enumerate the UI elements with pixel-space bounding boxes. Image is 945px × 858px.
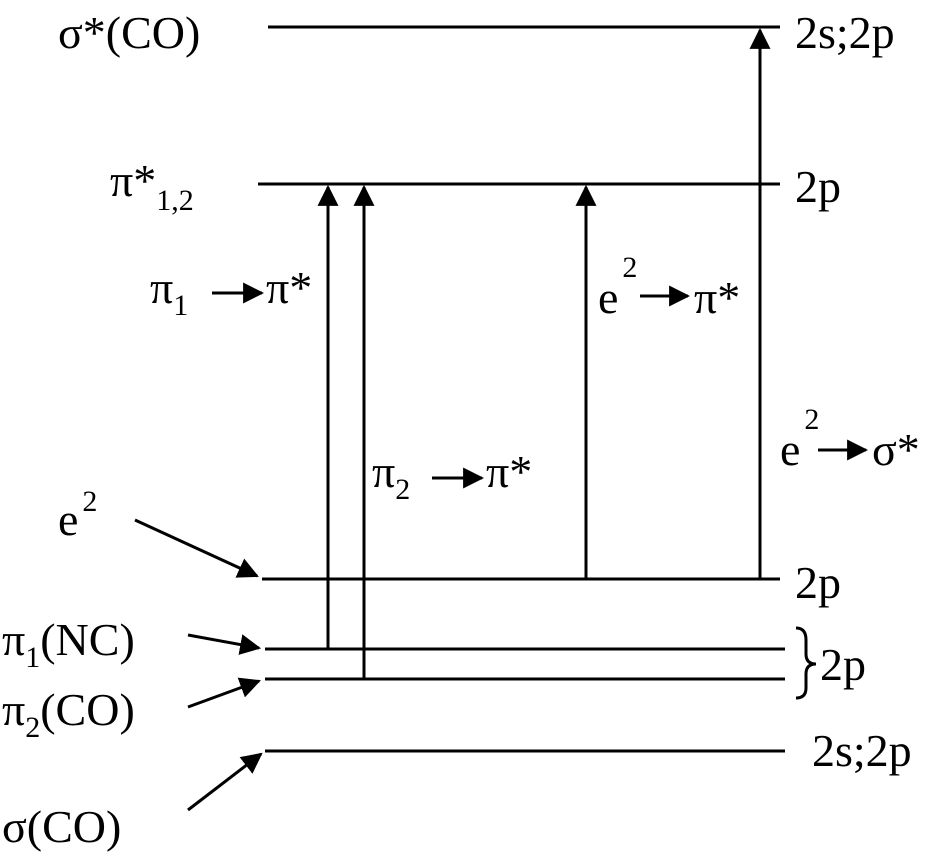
pi1-nc-label: π1(NC) [2, 614, 135, 674]
pi-star-label: π*1,2 [110, 155, 194, 217]
pi1-pointer-arrow [187, 633, 262, 655]
sigma-co-label: σ(CO) [2, 801, 121, 852]
sigma-co-pointer-arrow [187, 752, 263, 812]
transition-pi1-target: π* [266, 262, 312, 313]
transition-e2-sigmastar-label: e2 [780, 403, 819, 475]
transition-pi2-pistar-label: π2 [372, 446, 410, 506]
sigma-star-co-label: σ*(CO) [58, 7, 200, 58]
pi2-pointer-arrow [187, 677, 261, 709]
transition-e2-pistar-label: e2 [598, 251, 637, 323]
orbital-label-sigma-star: 2s;2p [795, 7, 895, 58]
transition-e2-pistar-target: π* [694, 272, 740, 323]
pi2-co-label: π2(CO) [2, 684, 135, 744]
pi-group-brace [795, 626, 817, 700]
orbital-label-e2: 2p [795, 557, 841, 608]
e2-pointer-arrow [134, 518, 259, 578]
orbital-label-pi-star: 2p [795, 161, 841, 212]
transition-pi1-pistar-label: π1 [150, 262, 188, 322]
orbital-label-sigma-co: 2s;2p [812, 725, 912, 776]
transition-e2-sigmastar-target: σ* [872, 424, 920, 475]
orbital-label-pi-group: 2p [820, 639, 866, 690]
transition-pi2-target: π* [486, 446, 532, 497]
